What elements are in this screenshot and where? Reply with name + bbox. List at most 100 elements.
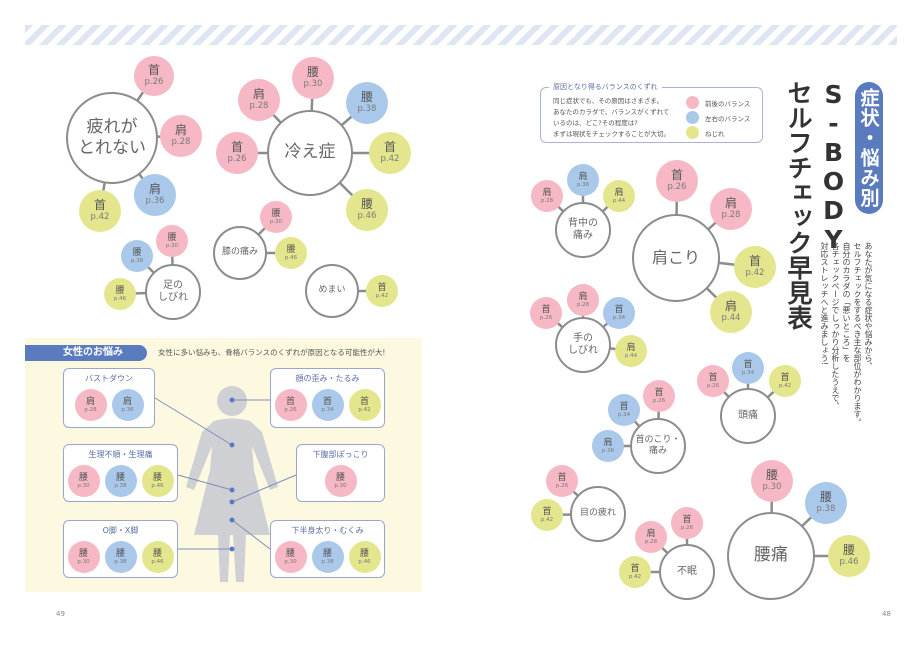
page-reference: p.42 bbox=[90, 212, 110, 223]
body-part: 首 bbox=[542, 506, 552, 517]
body-point-marker bbox=[229, 546, 235, 552]
body-part: 腰 bbox=[152, 548, 162, 559]
page-reference: p.30 bbox=[334, 483, 347, 490]
body-part: 腰 bbox=[132, 247, 142, 258]
page-reference: p.26 bbox=[555, 483, 569, 490]
symptom-circle: 手の しびれ bbox=[555, 317, 611, 373]
page-reference: p.28 bbox=[576, 302, 590, 309]
body-part: 肩 bbox=[724, 299, 737, 314]
page-reference: p.30 bbox=[77, 559, 90, 566]
page-reference: p.30 bbox=[284, 559, 297, 566]
page-reference: p.46 bbox=[113, 296, 127, 303]
page-reference: p.28 bbox=[540, 198, 554, 205]
page-reference: p.44 bbox=[624, 353, 638, 360]
page-reference: p.44 bbox=[721, 313, 741, 324]
legend-label: 左右のバランス bbox=[705, 114, 751, 123]
concern-title: 生理不順・生理痛 bbox=[88, 450, 153, 459]
page-number-left: 49 bbox=[56, 610, 65, 618]
decorative-stripe-header bbox=[25, 25, 897, 45]
page-reference: p.36 bbox=[601, 448, 615, 455]
body-part: 首 bbox=[557, 472, 567, 483]
body-part: 首 bbox=[322, 396, 332, 407]
page-reference: p.38 bbox=[114, 559, 127, 566]
page-reference: p.26 bbox=[680, 525, 694, 532]
legend-label: ねじれ bbox=[705, 129, 725, 138]
body-point-marker bbox=[229, 499, 235, 505]
concern-title: 下半身太り・むくみ bbox=[291, 526, 364, 535]
body-part: 腰 bbox=[359, 548, 369, 559]
body-part: 腰 bbox=[322, 548, 332, 559]
concern-title: O脚・X脚 bbox=[102, 526, 139, 535]
page-reference: p.26 bbox=[284, 407, 297, 414]
body-part: 腰 bbox=[842, 543, 855, 558]
page-reference: p.44 bbox=[612, 198, 626, 205]
page-reference: p.30 bbox=[762, 482, 782, 493]
body-part: 首 bbox=[654, 387, 664, 398]
page-reference: p.46 bbox=[357, 211, 377, 222]
body-part: 首 bbox=[670, 168, 683, 183]
page-reference: p.36 bbox=[576, 182, 590, 189]
symptom-circle: めまい bbox=[305, 264, 359, 318]
page-reference: p.42 bbox=[375, 293, 389, 300]
women-section-subtitle: 女性に多い悩みも、骨格バランスのくずれが原因となる可能性が大! bbox=[158, 348, 386, 357]
body-part: 首 bbox=[383, 140, 396, 155]
body-part: 腰 bbox=[360, 197, 373, 212]
body-part: 肩 bbox=[122, 396, 132, 407]
body-part: 腰 bbox=[78, 548, 88, 559]
legend-label: 前後のバランス bbox=[705, 99, 751, 108]
body-part: 腰 bbox=[167, 232, 177, 243]
legend-item-left-right: 左右のバランス bbox=[686, 111, 750, 124]
page-reference: p.26 bbox=[539, 315, 553, 322]
page-reference: p.42 bbox=[380, 154, 400, 165]
concern-title: 顔の歪み・たるみ bbox=[295, 374, 360, 383]
body-part: 肩 bbox=[85, 396, 95, 407]
page-reference: p.30 bbox=[77, 483, 90, 490]
body-point-marker bbox=[229, 487, 235, 493]
body-part: 肩 bbox=[578, 171, 588, 182]
page-reference: p.26 bbox=[227, 154, 247, 165]
symptom-circle: 冷え症 bbox=[267, 110, 353, 196]
body-part: 腰 bbox=[765, 468, 778, 483]
body-part: 首 bbox=[541, 304, 551, 315]
body-part: 腰 bbox=[306, 65, 319, 80]
symptom-circle: 肩こり bbox=[632, 214, 720, 302]
page-reference: p.46 bbox=[839, 557, 859, 568]
page-reference: p.30 bbox=[165, 243, 179, 250]
symptom-circle: 不眠 bbox=[659, 544, 715, 600]
body-part: 腰 bbox=[115, 548, 125, 559]
body-part: 肩 bbox=[626, 342, 636, 353]
body-part: 肩 bbox=[148, 182, 161, 197]
page-reference: p.34 bbox=[741, 370, 755, 377]
page-reference: p.26 bbox=[652, 398, 666, 405]
body-part: 肩 bbox=[603, 437, 613, 448]
legend-title: 原因となり得るバランスのくずれ bbox=[549, 82, 662, 92]
blue-dot-icon bbox=[686, 111, 699, 124]
body-part: 腰 bbox=[360, 90, 373, 105]
legend-description: 同じ症状でも、その原因はさまざま。 あなたのカラダで、バランスがくずれて いるの… bbox=[553, 97, 670, 138]
body-part: 首 bbox=[93, 198, 106, 213]
page-reference: p.26 bbox=[706, 383, 720, 390]
